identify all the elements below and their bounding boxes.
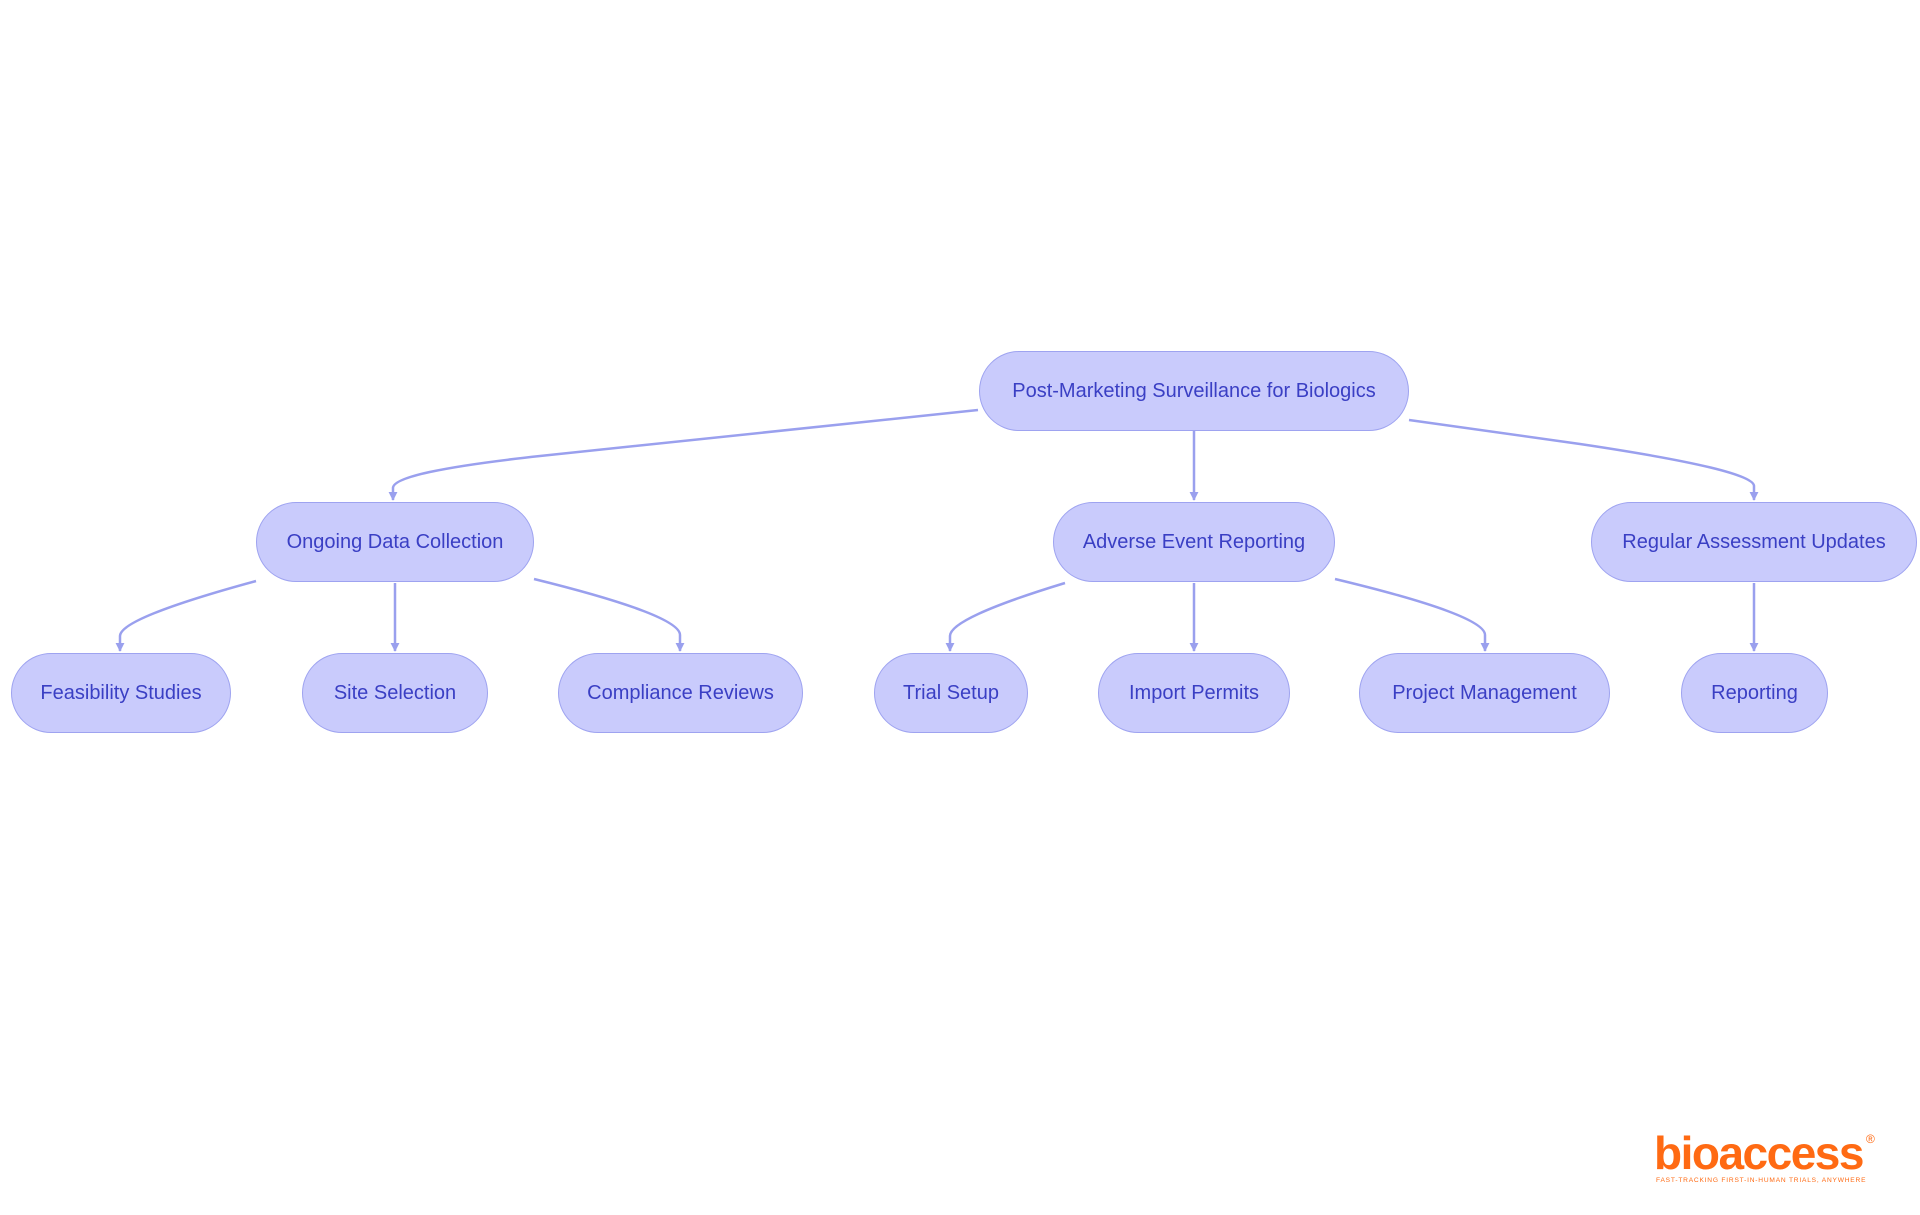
edge-ongoing-to-feasibility-studies <box>115 579 257 652</box>
logo-wordmark: bioaccess <box>1654 1127 1864 1179</box>
edge-root-to-regular-assessment-updates <box>1408 418 1759 501</box>
leaf-node-compliance-reviews: Compliance Reviews <box>558 653 803 733</box>
edge-root-to-ongoing-data-collection <box>388 408 979 501</box>
root-node-label: Post-Marketing Surveillance for Biologic… <box>1012 379 1376 402</box>
leaf-node-label: Import Permits <box>1128 681 1260 704</box>
leaf-node-label: Compliance Reviews <box>587 681 774 704</box>
leaf-node-site-selection: Site Selection <box>302 653 488 733</box>
leaf-node-label: Site Selection <box>333 681 457 704</box>
leaf-node-label: Feasibility Studies <box>40 681 202 704</box>
edge-adverse-to-project-management <box>1334 577 1490 652</box>
leaf-node-label: Project Management <box>1392 681 1577 704</box>
leaf-node-label: Trial Setup <box>903 681 999 704</box>
branch-node-label: Ongoing Data Collection <box>286 530 504 553</box>
edge-adverse-to-trial-setup <box>945 581 1066 652</box>
leaf-node-trial-setup: Trial Setup <box>874 653 1028 733</box>
leaf-node-feasibility-studies: Feasibility Studies <box>11 653 231 733</box>
leaf-node-import-permits: Import Permits <box>1098 653 1290 733</box>
leaf-node-label: Reporting <box>1711 681 1798 704</box>
leaf-node-project-management: Project Management <box>1359 653 1610 733</box>
edge-ongoing-to-compliance-reviews <box>533 577 685 652</box>
branch-node-label: Adverse Event Reporting <box>1082 530 1306 553</box>
branch-node-label: Regular Assessment Updates <box>1622 530 1886 553</box>
bioaccess-logo: bioaccess ® FAST-TRACKING FIRST-IN-HUMAN… <box>1654 1127 1875 1190</box>
logo-tagline: FAST-TRACKING FIRST-IN-HUMAN TRIALS, ANY… <box>1656 1177 1867 1184</box>
branch-node-adverse-event-reporting: Adverse Event Reporting <box>1053 502 1335 582</box>
branch-node-regular-assessment-updates: Regular Assessment Updates <box>1591 502 1917 582</box>
leaf-node-reporting: Reporting <box>1681 653 1828 733</box>
branch-node-ongoing-data-collection: Ongoing Data Collection <box>256 502 534 582</box>
root-node: Post-Marketing Surveillance for Biologic… <box>979 351 1409 431</box>
logo-registered-mark: ® <box>1866 1132 1875 1146</box>
